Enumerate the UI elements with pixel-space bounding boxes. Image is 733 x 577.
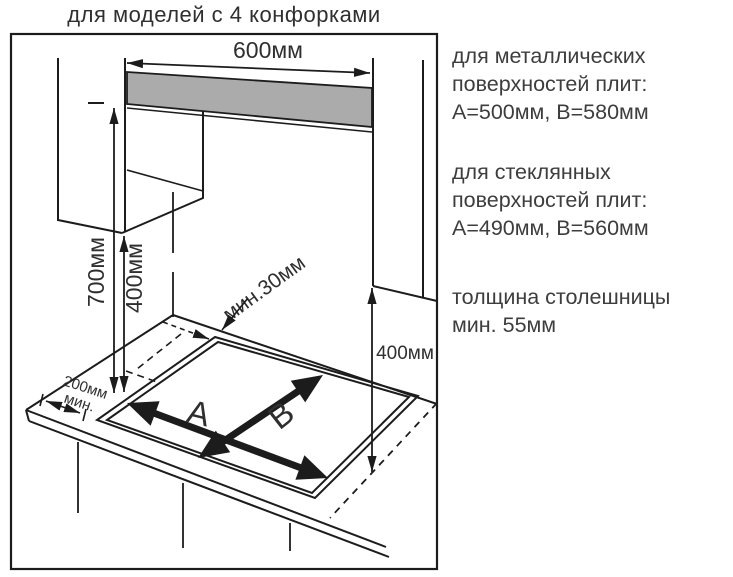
- note-line: для стеклянных: [452, 160, 611, 184]
- hob-outline: [94, 335, 420, 500]
- cutout-width-label: A: [184, 392, 214, 433]
- cutout-width-arrow: A: [127, 392, 328, 480]
- note-line: для металлических: [452, 44, 646, 68]
- dim-rear-gap: мин.30мм: [219, 251, 310, 331]
- note-worktop-thickness: толщина столешницы мин. 55мм: [452, 283, 728, 339]
- note-line: поверхностей плит:: [452, 72, 648, 96]
- cutout-depth-arrow: B: [198, 375, 323, 458]
- hidden-edges: [125, 321, 210, 384]
- note-line: А=500мм, В=580мм: [452, 100, 649, 124]
- diagram-border: [9, 32, 439, 571]
- dim-cabinet-clearance-right-label: 400мм: [376, 343, 434, 364]
- dim-cabinet-clearance-left: 400мм: [119, 236, 147, 392]
- right-wall-cabinet: [372, 58, 438, 302]
- dim-cabinet-clearance-left-label: 400мм: [121, 243, 147, 313]
- dim-rear-gap-label: мин.30мм: [219, 251, 310, 326]
- dim-hood-width-label: 600мм: [233, 37, 303, 63]
- note-metal-surfaces: для металлических поверхностей плит: А=5…: [452, 42, 728, 126]
- dim-hood-width: 600мм: [126, 37, 371, 77]
- page-title: для моделей с 4 конфорками: [67, 2, 381, 27]
- dim-side-gap: 200мм мин.: [39, 373, 110, 422]
- note-line: мин. 55мм: [452, 313, 557, 337]
- note-line: поверхностей плит:: [452, 188, 648, 212]
- installation-diagram: 600мм 700мм 400мм 400мм мин.30мм 200мм м…: [9, 32, 439, 571]
- dim-hood-clearance-label: 700мм: [83, 237, 109, 307]
- note-glass-surfaces: для стеклянных поверхностей плит: А=490м…: [452, 158, 728, 242]
- left-wall-cabinet: [57, 58, 204, 234]
- cutout-outline: [104, 340, 411, 495]
- cutout-depth-label: B: [261, 394, 301, 437]
- dim-hood-clearance: 700мм: [83, 102, 119, 393]
- cooker-hood: [126, 71, 373, 133]
- note-line: толщина столешницы: [452, 285, 671, 309]
- worktop: [25, 314, 438, 558]
- dim-cabinet-clearance-right: 400мм: [367, 288, 434, 472]
- note-line: А=490мм, В=560мм: [452, 216, 649, 240]
